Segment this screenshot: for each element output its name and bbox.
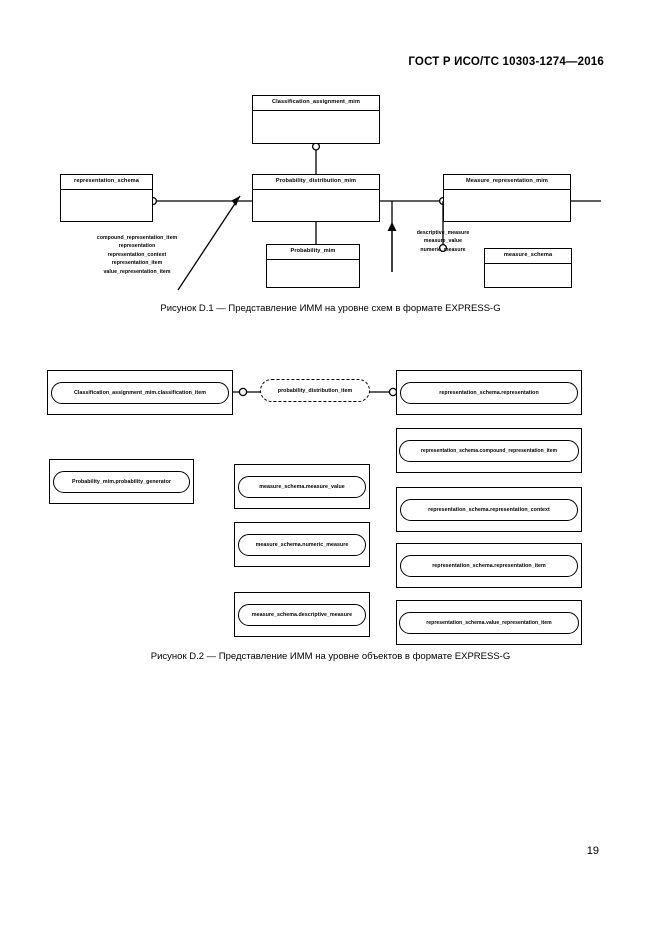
schema-box-title: measure_schema	[485, 249, 571, 264]
attribute-label: representation_item	[111, 260, 163, 267]
entity-pill-label: representation_schema.value_representati…	[399, 611, 579, 634]
schema-box-classification-assignment-mim[interactable]: Classification_assignment_mim	[252, 95, 380, 144]
entity-pill-label: measure_schema.numeric_measure	[238, 533, 366, 556]
attribute-label: numeric_measure	[420, 246, 466, 253]
entity-pill-label: representation_schema.representation	[400, 381, 578, 404]
entity-pill-label: representation_schema.compound_represent…	[399, 439, 579, 462]
entity-box-descriptive-measure[interactable]: measure_schema.descriptive_measure	[234, 592, 370, 637]
entity-pill-label: representation_schema.representation_ite…	[400, 554, 578, 577]
figure-d2-caption: Рисунок D.2 — Представление ИММ на уровн…	[150, 651, 511, 662]
attribute-list-representation-schema: compound_representation_item representat…	[62, 234, 212, 276]
page-number: 19	[586, 845, 599, 857]
entity-box-numeric-measure[interactable]: measure_schema.numeric_measure	[234, 522, 370, 567]
schema-box-title: Measure_representation_mim	[444, 175, 570, 190]
entity-pill-label: Classification_assignment_mim.classifica…	[51, 381, 229, 404]
entity-box-representation-item[interactable]: representation_schema.representation_ite…	[396, 543, 582, 588]
document-header-standard-number: ГОСТ Р ИСО/ТС 10303-1274—2016	[408, 56, 604, 68]
schema-box-representation-schema[interactable]: representation_schema	[60, 174, 153, 222]
attribute-label: descriptive_measure	[416, 230, 470, 236]
attribute-label: measure_value	[423, 238, 463, 245]
schema-box-measure-representation-mim[interactable]: Measure_representation_mim	[443, 174, 571, 222]
entity-box-classification-item[interactable]: Classification_assignment_mim.classifica…	[47, 370, 233, 415]
schema-box-title: Probability_distribution_mim	[253, 175, 379, 190]
entity-box-representation[interactable]: representation_schema.representation	[396, 370, 582, 415]
attribute-label: representation	[118, 243, 156, 250]
entity-box-measure-value[interactable]: measure_schema.measure_value	[234, 464, 370, 509]
figure-d1-caption: Рисунок D.1 — Представление ИММ на уровн…	[160, 303, 501, 314]
attribute-label: representation_context	[107, 251, 167, 258]
schema-box-probability-distribution-mim[interactable]: Probability_distribution_mim	[252, 174, 380, 222]
attribute-list-measure-schema: descriptive_measure measure_value numeri…	[398, 229, 488, 254]
schema-box-title: Classification_assignment_mim	[253, 96, 379, 111]
schema-box-title: representation_schema	[61, 175, 152, 190]
schema-box-title: Probability_mim	[267, 245, 359, 260]
entity-pill-probability-distribution-item[interactable]: probability_distribution_item	[260, 379, 370, 402]
entity-pill-label: Probability_mim.probability_generator	[53, 470, 190, 493]
entity-box-compound-representation-item[interactable]: representation_schema.compound_represent…	[396, 428, 582, 473]
entity-pill-label: measure_schema.descriptive_measure	[238, 603, 366, 626]
entity-pill-label: representation_schema.representation_con…	[400, 498, 578, 521]
attribute-label: value_representation_item	[103, 268, 171, 275]
entity-box-probability-generator[interactable]: Probability_mim.probability_generator	[49, 459, 194, 504]
schema-box-probability-mim[interactable]: Probability_mim	[266, 244, 360, 288]
entity-box-representation-context[interactable]: representation_schema.representation_con…	[396, 487, 582, 532]
attribute-label: compound_representation_item	[96, 235, 178, 241]
entity-box-value-representation-item[interactable]: representation_schema.value_representati…	[396, 600, 582, 645]
entity-pill-label: measure_schema.measure_value	[238, 475, 366, 498]
schema-box-measure-schema[interactable]: measure_schema	[484, 248, 572, 288]
